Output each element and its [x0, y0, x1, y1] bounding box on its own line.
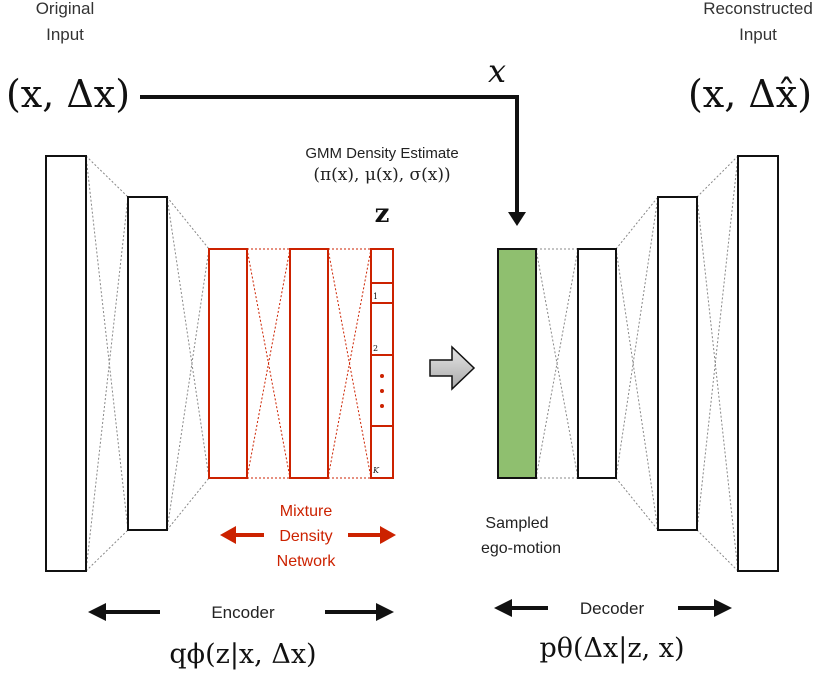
encoder-layer-1: [45, 155, 87, 572]
decoder-right-arrow: [678, 599, 732, 617]
sampled-label-line1: Sampled: [485, 515, 548, 532]
ellipsis-dot: [380, 389, 384, 393]
mdn-label-line3: Network: [277, 553, 337, 570]
mdn-slot-label-1: 1: [373, 292, 378, 301]
mdn-slot-label-k: K: [372, 466, 380, 475]
skip-connection-label: x: [488, 52, 506, 90]
reconstructed-input-label-line2: Input: [739, 25, 777, 44]
original-input-math: (x, Δx): [6, 72, 130, 116]
decoder-label: Decoder: [580, 599, 645, 618]
process-arrow: [429, 345, 476, 391]
original-input-label-line1: Original: [36, 0, 95, 18]
sampled-ego-motion-layer: [497, 248, 537, 479]
decoder-layer-3: [737, 155, 779, 572]
mdn-label-line1: Mixture: [280, 503, 333, 520]
mdn-connections: [246, 248, 372, 479]
encoder-label: Encoder: [211, 603, 275, 622]
encoder-left-arrow: [88, 603, 160, 621]
mdn-label-line2: Density: [279, 528, 332, 545]
skip-connection-arrow: [140, 95, 519, 218]
encoder-math: qϕ(z|x, Δx): [169, 639, 316, 670]
original-input-label-line2: Input: [46, 25, 84, 44]
latent-z-label: z: [375, 199, 390, 229]
encoder-right-arrow: [325, 603, 394, 621]
encoder-connections: [85, 155, 210, 572]
ellipsis-dot: [380, 404, 384, 408]
mdn-slot-label-2: 2: [373, 344, 378, 353]
mdn-layer-1: [208, 248, 248, 479]
gmm-title: GMM Density Estimate: [305, 145, 458, 162]
gmm-params: (π(x), μ(x), σ(x)): [313, 165, 450, 185]
decoder-connections: [535, 155, 739, 572]
decoder-layer-2: [657, 196, 698, 531]
sampled-label-line2: ego-motion: [481, 540, 561, 557]
decoder-layer-1: [577, 248, 617, 479]
encoder-layer-2: [127, 196, 168, 531]
mdn-right-arrow: [348, 526, 396, 544]
mdn-left-arrow: [220, 526, 264, 544]
ellipsis-dot: [380, 374, 384, 378]
mdn-layer-2: [289, 248, 329, 479]
reconstructed-input-label-line1: Reconstructed: [703, 0, 813, 18]
skip-connection-arrowhead: [508, 212, 526, 226]
mdn-output-layer: 1 2 K: [370, 248, 394, 479]
decoder-left-arrow: [494, 599, 548, 617]
decoder-math: pθ(Δx|z, x): [539, 633, 684, 664]
reconstructed-input-math: (x, Δx̂): [688, 72, 812, 116]
